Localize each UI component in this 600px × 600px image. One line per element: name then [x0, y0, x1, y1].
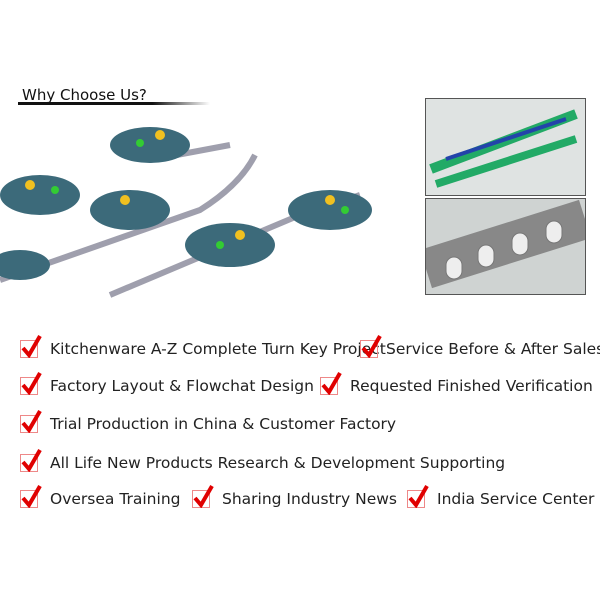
- feature-label: Trial Production in China & Customer Fac…: [50, 415, 397, 433]
- feature-item: Kitchenware A-Z Complete Turn Key Projec…: [20, 334, 386, 358]
- feature-label: Requested Finished Verification: [350, 377, 593, 395]
- feature-item: Oversea Training: [20, 484, 181, 508]
- checkmark-icon: [360, 334, 382, 358]
- feature-item: Sharing Industry News: [192, 484, 397, 508]
- checkmark-icon: [20, 334, 42, 358]
- conveyor-photo-2: [425, 198, 586, 295]
- feature-label: All Life New Products Research & Develop…: [50, 454, 506, 472]
- feature-label: Service Before & After Sales: [386, 340, 600, 358]
- checkmark-icon: [20, 448, 42, 472]
- section-heading: Why Choose Us?: [22, 86, 147, 104]
- feature-item: Trial Production in China & Customer Fac…: [20, 409, 397, 433]
- checkmark-icon: [20, 484, 42, 508]
- feature-label: Sharing Industry News: [222, 490, 397, 508]
- checkmark-icon: [192, 484, 214, 508]
- feature-item: Service Before & After Sales: [360, 334, 600, 358]
- checkmark-icon: [407, 484, 429, 508]
- conveyor-photo-1: [425, 98, 586, 196]
- heading-underline: [18, 102, 210, 105]
- feature-label: Kitchenware A-Z Complete Turn Key Projec…: [50, 340, 386, 358]
- feature-label: Factory Layout & Flowchat Design: [50, 377, 314, 395]
- checkmark-icon: [20, 409, 42, 433]
- feature-label: Oversea Training: [50, 490, 181, 508]
- feature-label: India Service Center: [437, 490, 595, 508]
- feature-item: Factory Layout & Flowchat Design: [20, 371, 314, 395]
- feature-item: India Service Center: [407, 484, 595, 508]
- checkmark-icon: [20, 371, 42, 395]
- feature-item: Requested Finished Verification: [320, 371, 593, 395]
- factory-layout-illustration: [0, 127, 372, 298]
- checkmark-icon: [320, 371, 342, 395]
- feature-item: All Life New Products Research & Develop…: [20, 448, 506, 472]
